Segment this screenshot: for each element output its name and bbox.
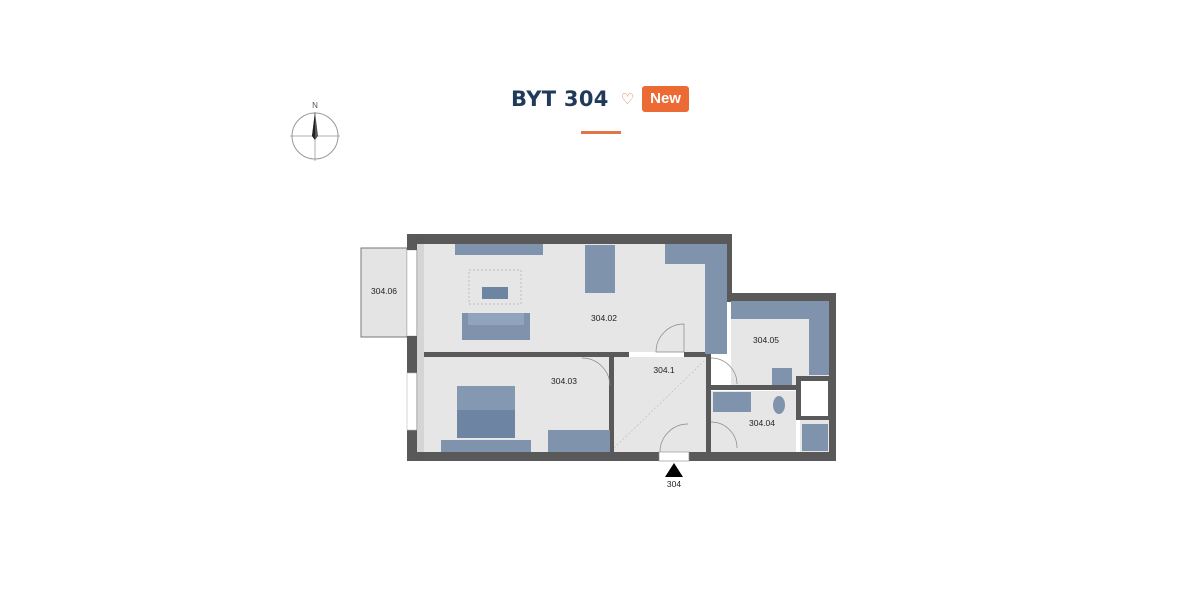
compass-icon: N [290, 101, 340, 161]
room-label-hall: 304.1 [653, 365, 675, 375]
entrance-label: 304 [667, 479, 681, 489]
page-title: BYT 304 [511, 87, 609, 111]
room-label-bathroom: 304.04 [749, 418, 775, 428]
entrance-arrow-icon [665, 463, 683, 477]
room-label-living: 304.02 [591, 313, 617, 323]
room-label-balcony: 304.06 [371, 286, 397, 296]
heart-icon[interactable]: ♡ [620, 90, 635, 108]
new-badge: New [642, 86, 689, 112]
room-label-bedroom: 304.03 [551, 376, 577, 386]
room-label-kitchen: 304.05 [753, 335, 779, 345]
floor-plan: 304.06 304.02 304.03 304.1 304.05 304.04… [360, 234, 836, 489]
room-hall[interactable] [614, 357, 706, 452]
title-underline [581, 131, 621, 134]
balcony-area[interactable] [360, 247, 408, 338]
compass-north-label: N [312, 101, 318, 110]
header: BYT 304 ♡ New [0, 86, 1200, 112]
